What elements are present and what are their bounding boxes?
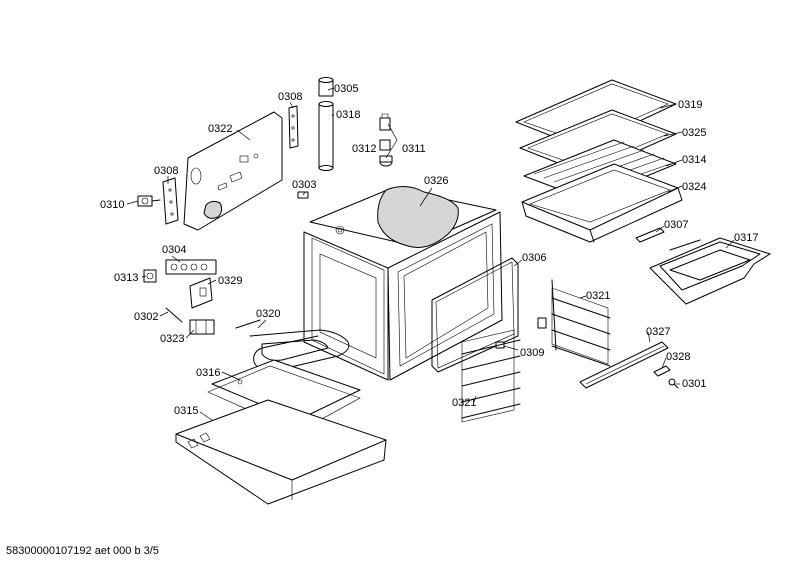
part-0326-insulation[interactable] [377,186,459,248]
part-0308-bracket-top[interactable] [288,105,299,149]
label-0313: 0313 [114,272,138,284]
part-0302-screw[interactable] [165,307,183,323]
label-0306: 0306 [522,252,546,264]
label-0307: 0307 [664,219,688,231]
part-0329-bracket[interactable] [189,277,213,309]
part-0323-connector[interactable] [189,319,215,335]
label-0308-side: 0308 [154,165,178,177]
part-0301-screw[interactable] [668,378,679,389]
label-0325: 0325 [682,127,706,139]
label-0314: 0314 [682,154,706,166]
label-0320: 0320 [256,308,280,320]
part-0312-lamp[interactable] [379,113,391,151]
label-0312: 0312 [352,143,376,155]
part-0308-bracket-side[interactable] [162,177,179,225]
document-id: 58300000107192 aet 000 b 3/5 [6,545,159,557]
label-0329: 0329 [218,275,242,287]
label-0319: 0319 [678,99,702,111]
label-0316: 0316 [196,367,220,379]
label-0317: 0317 [734,232,758,244]
part-0310-thermostat[interactable] [137,195,161,207]
label-0309: 0309 [520,347,544,359]
part-0317-grill-element[interactable] [649,237,771,305]
part-0321-rail-left[interactable] [461,329,521,423]
part-0307-bracket[interactable] [635,227,665,243]
label-0323: 0323 [160,333,184,345]
label-0327: 0327 [646,326,670,338]
label-0322: 0322 [208,123,232,135]
label-0302: 0302 [134,311,158,323]
part-0313-switch[interactable] [143,269,157,283]
label-0328: 0328 [666,351,690,363]
part-0305-cap[interactable] [318,77,334,97]
part-0315-bottom-tray[interactable] [175,399,387,505]
part-oven-cavity [303,186,503,381]
label-0304: 0304 [162,244,186,256]
label-0318: 0318 [336,109,360,121]
part-0327-rail[interactable] [579,341,669,389]
label-0305: 0305 [334,83,358,95]
part-0304-terminal-block[interactable] [165,259,217,275]
label-0303: 0303 [292,179,316,191]
part-0318-tube[interactable] [318,101,334,171]
part-0321-rail-right[interactable] [551,279,611,367]
part-labels: 0305 0308 0318 0322 0312 0311 0308 0303 … [100,83,758,417]
label-0315: 0315 [174,405,198,417]
label-0321-right: 0321 [586,290,610,302]
label-0310: 0310 [100,199,124,211]
label-0311: 0311 [402,143,426,155]
label-0326: 0326 [424,175,448,187]
label-0321-left: 0321 [452,397,476,409]
label-0308-top: 0308 [278,91,302,103]
label-0324: 0324 [682,181,706,193]
leader-lines [126,87,735,421]
part-0322-rear-panel[interactable] [183,111,283,231]
label-0301: 0301 [682,378,706,390]
